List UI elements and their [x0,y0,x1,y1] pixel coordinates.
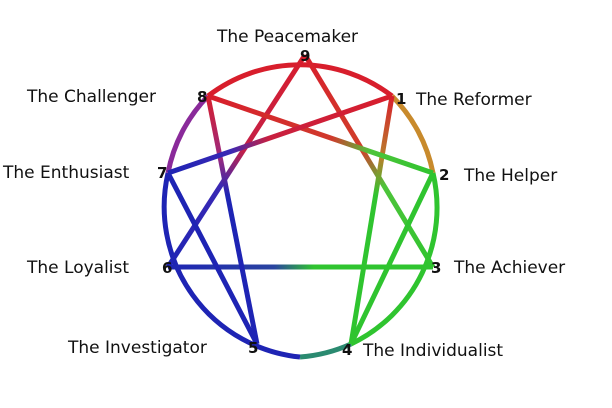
label-investigator: The Investigator [67,338,207,358]
circle-arc-gut [161,172,301,360]
number-4: 4 [342,341,352,359]
line-1-4 [348,95,395,345]
label-individualist: The Individualist [362,341,503,361]
label-enthusiast: The Enthusiast [2,163,130,183]
number-2: 2 [439,166,449,184]
line-4-2 [348,171,436,346]
line-9-3 [302,53,436,269]
number-3: 3 [431,259,441,277]
circle-arc-red-green [390,94,436,174]
circle-arc-blue-red [165,94,210,174]
line-7-1 [167,93,393,176]
circle-arc-heart [349,172,440,347]
circle-arc-green-blue [299,341,353,360]
label-reformer: The Reformer [415,90,532,110]
number-5: 5 [248,339,258,357]
line-5-2 [257,173,433,344]
number-1: 1 [396,90,406,108]
line-8-5 [205,95,260,345]
label-achiever: The Achiever [453,258,565,278]
number-8: 8 [197,88,207,106]
line-2-8 [207,93,434,176]
line-4-7 [168,173,351,344]
number-6: 6 [162,259,172,277]
number-9: 9 [300,47,310,65]
label-peacemaker: The Peacemaker [216,27,358,47]
line-5-7 [165,171,260,346]
number-7: 7 [157,164,167,182]
circle-arc-head [206,62,394,98]
label-challenger: The Challenger [26,87,156,107]
label-loyalist: The Loyalist [26,258,129,278]
line-9-6 [165,53,308,269]
label-helper: The Helper [463,166,557,186]
